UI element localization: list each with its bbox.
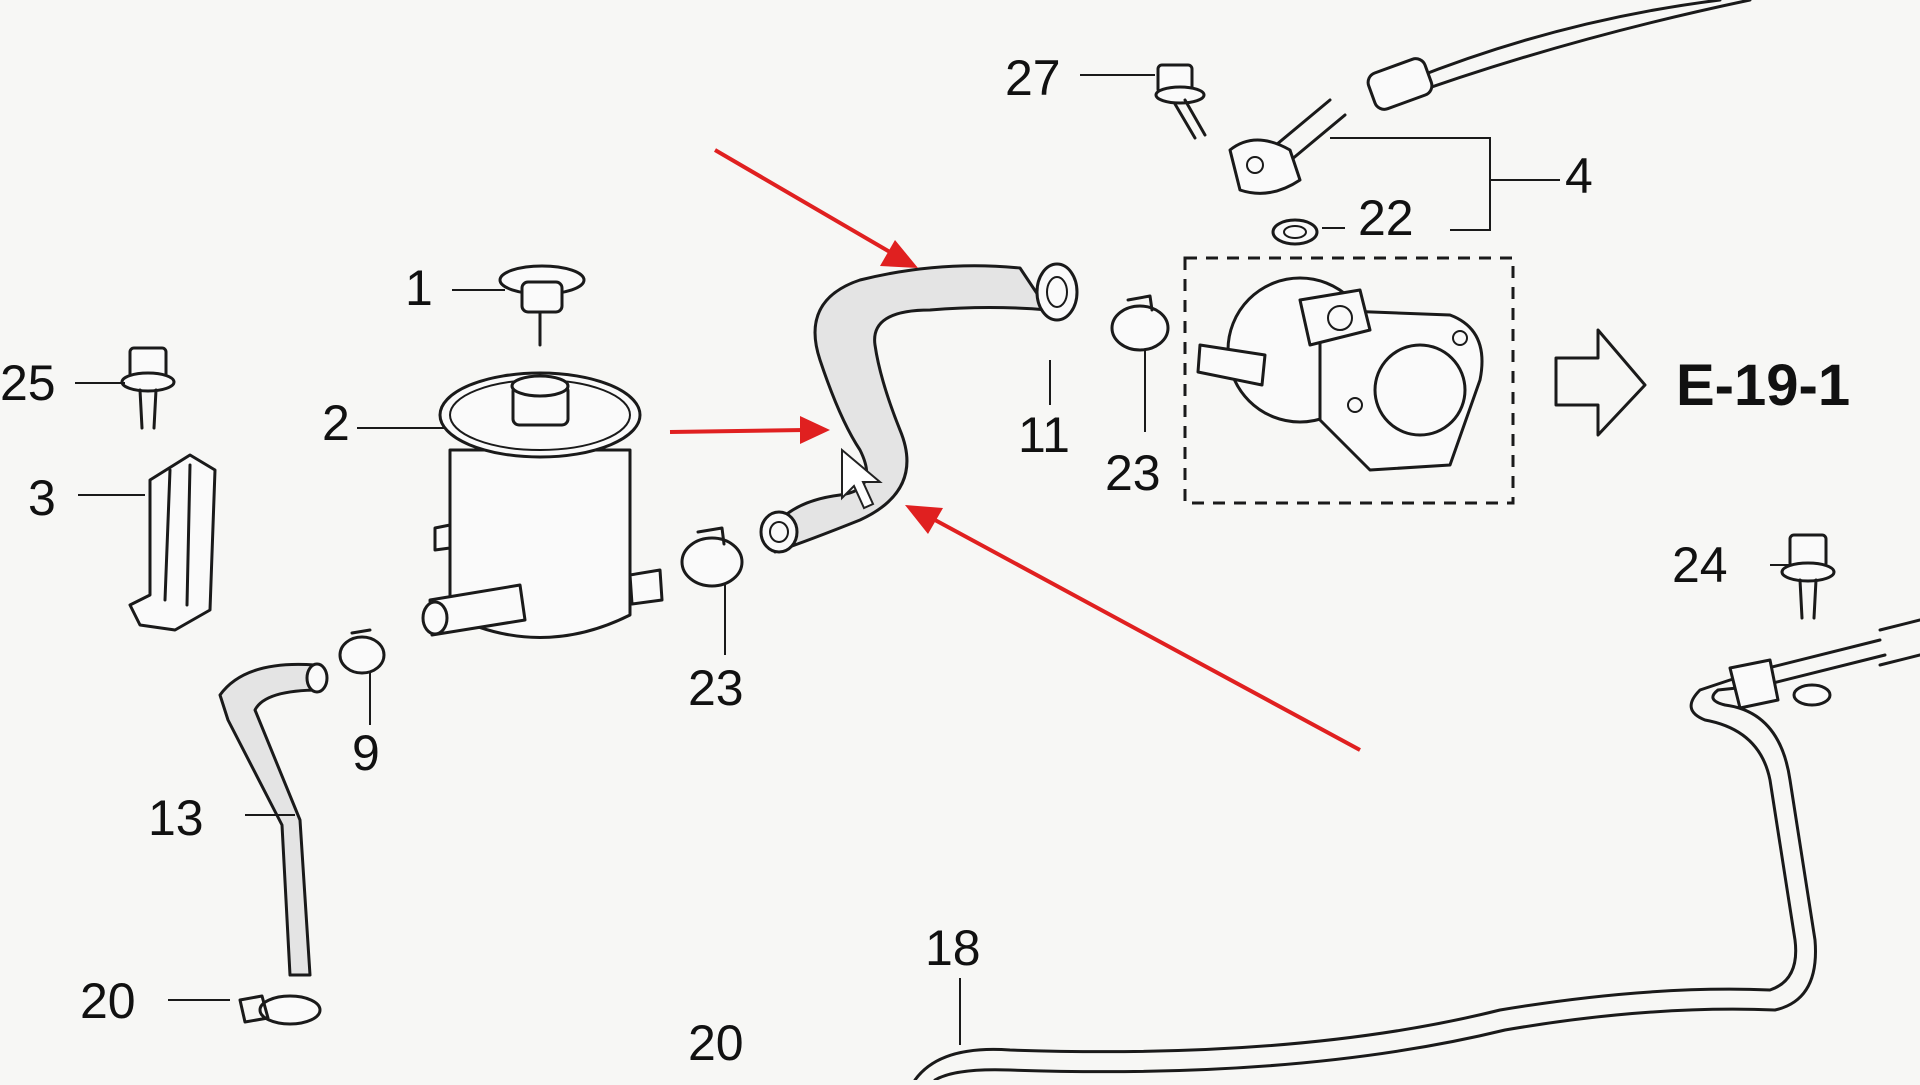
callout-13: 13 (148, 790, 204, 846)
callout-1: 1 (405, 260, 433, 316)
bolt-24 (1780, 533, 1836, 620)
leader-lines (75, 74, 1790, 1045)
callouts: 1 2 3 4 9 11 13 18 20 20 22 23 23 24 25 … (0, 50, 1728, 1071)
feed-hose-11 (759, 262, 1079, 554)
hose-clamp-9 (338, 628, 386, 675)
callout-25: 25 (0, 355, 56, 411)
callout-24: 24 (1672, 537, 1728, 593)
callout-18: 18 (925, 920, 981, 976)
callout-4: 4 (1565, 148, 1593, 204)
callout-20-left: 20 (80, 973, 136, 1029)
callout-27: 27 (1005, 50, 1061, 106)
callout-2: 2 (322, 395, 350, 451)
red-arrow-middle-head-icon (800, 416, 830, 444)
hose-clamp-23-lower (680, 526, 744, 588)
mouse-cursor-icon (841, 447, 883, 510)
bracket-3 (128, 453, 217, 632)
bolt-27 (1154, 63, 1207, 140)
callout-9: 9 (352, 725, 380, 781)
callout-23-upper: 23 (1105, 445, 1161, 501)
hose-clamp-23-upper (1110, 294, 1170, 352)
reservoir (421, 371, 664, 639)
callout-23-lower: 23 (688, 660, 744, 716)
high-pressure-hose (1228, 0, 1752, 195)
page-reference-arrow-icon (1554, 328, 1647, 437)
sealing-washer (1271, 218, 1319, 246)
callout-22: 22 (1358, 190, 1414, 246)
bolt-25 (120, 346, 176, 430)
return-pipe-18 (913, 618, 1920, 1082)
red-arrow-top (713, 148, 897, 257)
return-hose-13 (218, 662, 329, 977)
hose-clamp-20 (238, 994, 322, 1026)
page-reference: E-19-1 (1554, 328, 1850, 437)
red-arrow-top-head-icon (880, 240, 918, 268)
reservoir-cap (498, 264, 586, 347)
power-steering-pump (1183, 256, 1515, 505)
red-arrow-bottom (934, 518, 1361, 752)
red-arrow-middle (669, 428, 806, 434)
callout-11: 11 (1018, 407, 1070, 463)
annotation-arrows (669, 148, 1361, 752)
callout-3: 3 (28, 470, 56, 526)
callout-20-bottom: 20 (688, 1015, 744, 1071)
red-arrow-bottom-head-icon (905, 505, 943, 534)
page-reference-label: E-19-1 (1676, 353, 1850, 418)
